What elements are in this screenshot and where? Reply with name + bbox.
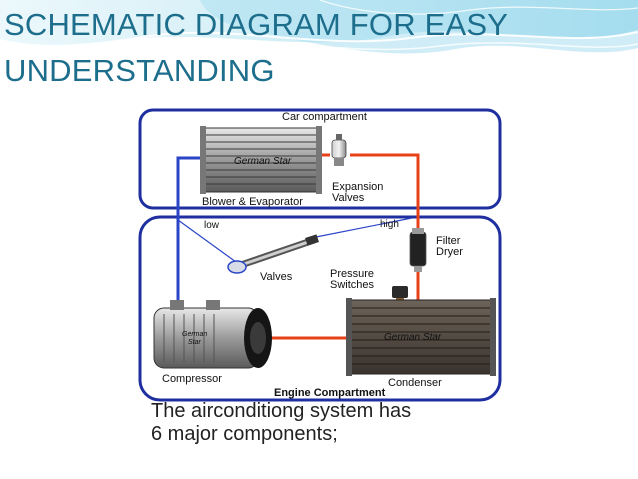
- high-pressure-line-dryer-to-expansion: [350, 153, 420, 232]
- expansion-valve-icon: [331, 134, 347, 166]
- valve-link-high: [315, 217, 413, 238]
- condenser-label: Condenser: [388, 377, 442, 389]
- slide-title: SCHEMATIC DIAGRAM FOR EASY UNDERSTANDING: [4, 2, 508, 94]
- valves-label: Valves: [260, 271, 293, 283]
- evaporator-icon: [200, 126, 322, 194]
- schematic-figure: German Star: [118, 100, 518, 479]
- pressure-switches-label-line-1: Pressure: [330, 268, 374, 280]
- filter-dryer-label-line-1: Filter: [436, 235, 461, 247]
- condenser-brand: German Star: [384, 332, 442, 343]
- ac-system-diagram: German Star: [138, 108, 502, 402]
- engine-compartment-box: [138, 215, 502, 402]
- compressor-brand-line-1: German: [182, 331, 207, 338]
- header-wave-decoration: [0, 0, 638, 54]
- slide-title-line-2: UNDERSTANDING: [4, 53, 275, 88]
- evaporator-brand: German Star: [234, 156, 292, 167]
- compressor-label: Compressor: [162, 373, 222, 385]
- valve-link-low: [177, 219, 237, 263]
- pressure-switches-label-line-2: Switches: [330, 279, 375, 291]
- expansion-valves-label-line-1: Expansion: [332, 181, 383, 193]
- high-side-label: high: [380, 219, 399, 230]
- filter-dryer-icon: [409, 228, 427, 272]
- slide-title-line-1: SCHEMATIC DIAGRAM FOR EASY: [4, 7, 509, 42]
- caption-line-1: The airconditiong system has: [151, 400, 412, 422]
- engine-compartment-label: Engine Compartment: [274, 387, 386, 399]
- low-pressure-line: [176, 156, 210, 322]
- condenser-icon: [346, 298, 496, 376]
- service-valve-icon: [227, 234, 319, 274]
- compressor-brand-line-2: Star: [188, 339, 202, 346]
- caption-line-2: 6 major components;: [151, 423, 338, 445]
- car-compartment-label: Car compartment: [282, 111, 367, 123]
- diagram-caption: The airconditiong system has 6 major com…: [151, 400, 411, 446]
- car-compartment-box: [138, 108, 502, 210]
- filter-dryer-label-line-2: Dryer: [436, 246, 463, 258]
- compressor-icon: [153, 300, 272, 369]
- blower-evaporator-label: Blower & Evaporator: [202, 196, 303, 208]
- low-side-label: low: [204, 220, 220, 231]
- expansion-valves-label-line-2: Valves: [332, 192, 365, 204]
